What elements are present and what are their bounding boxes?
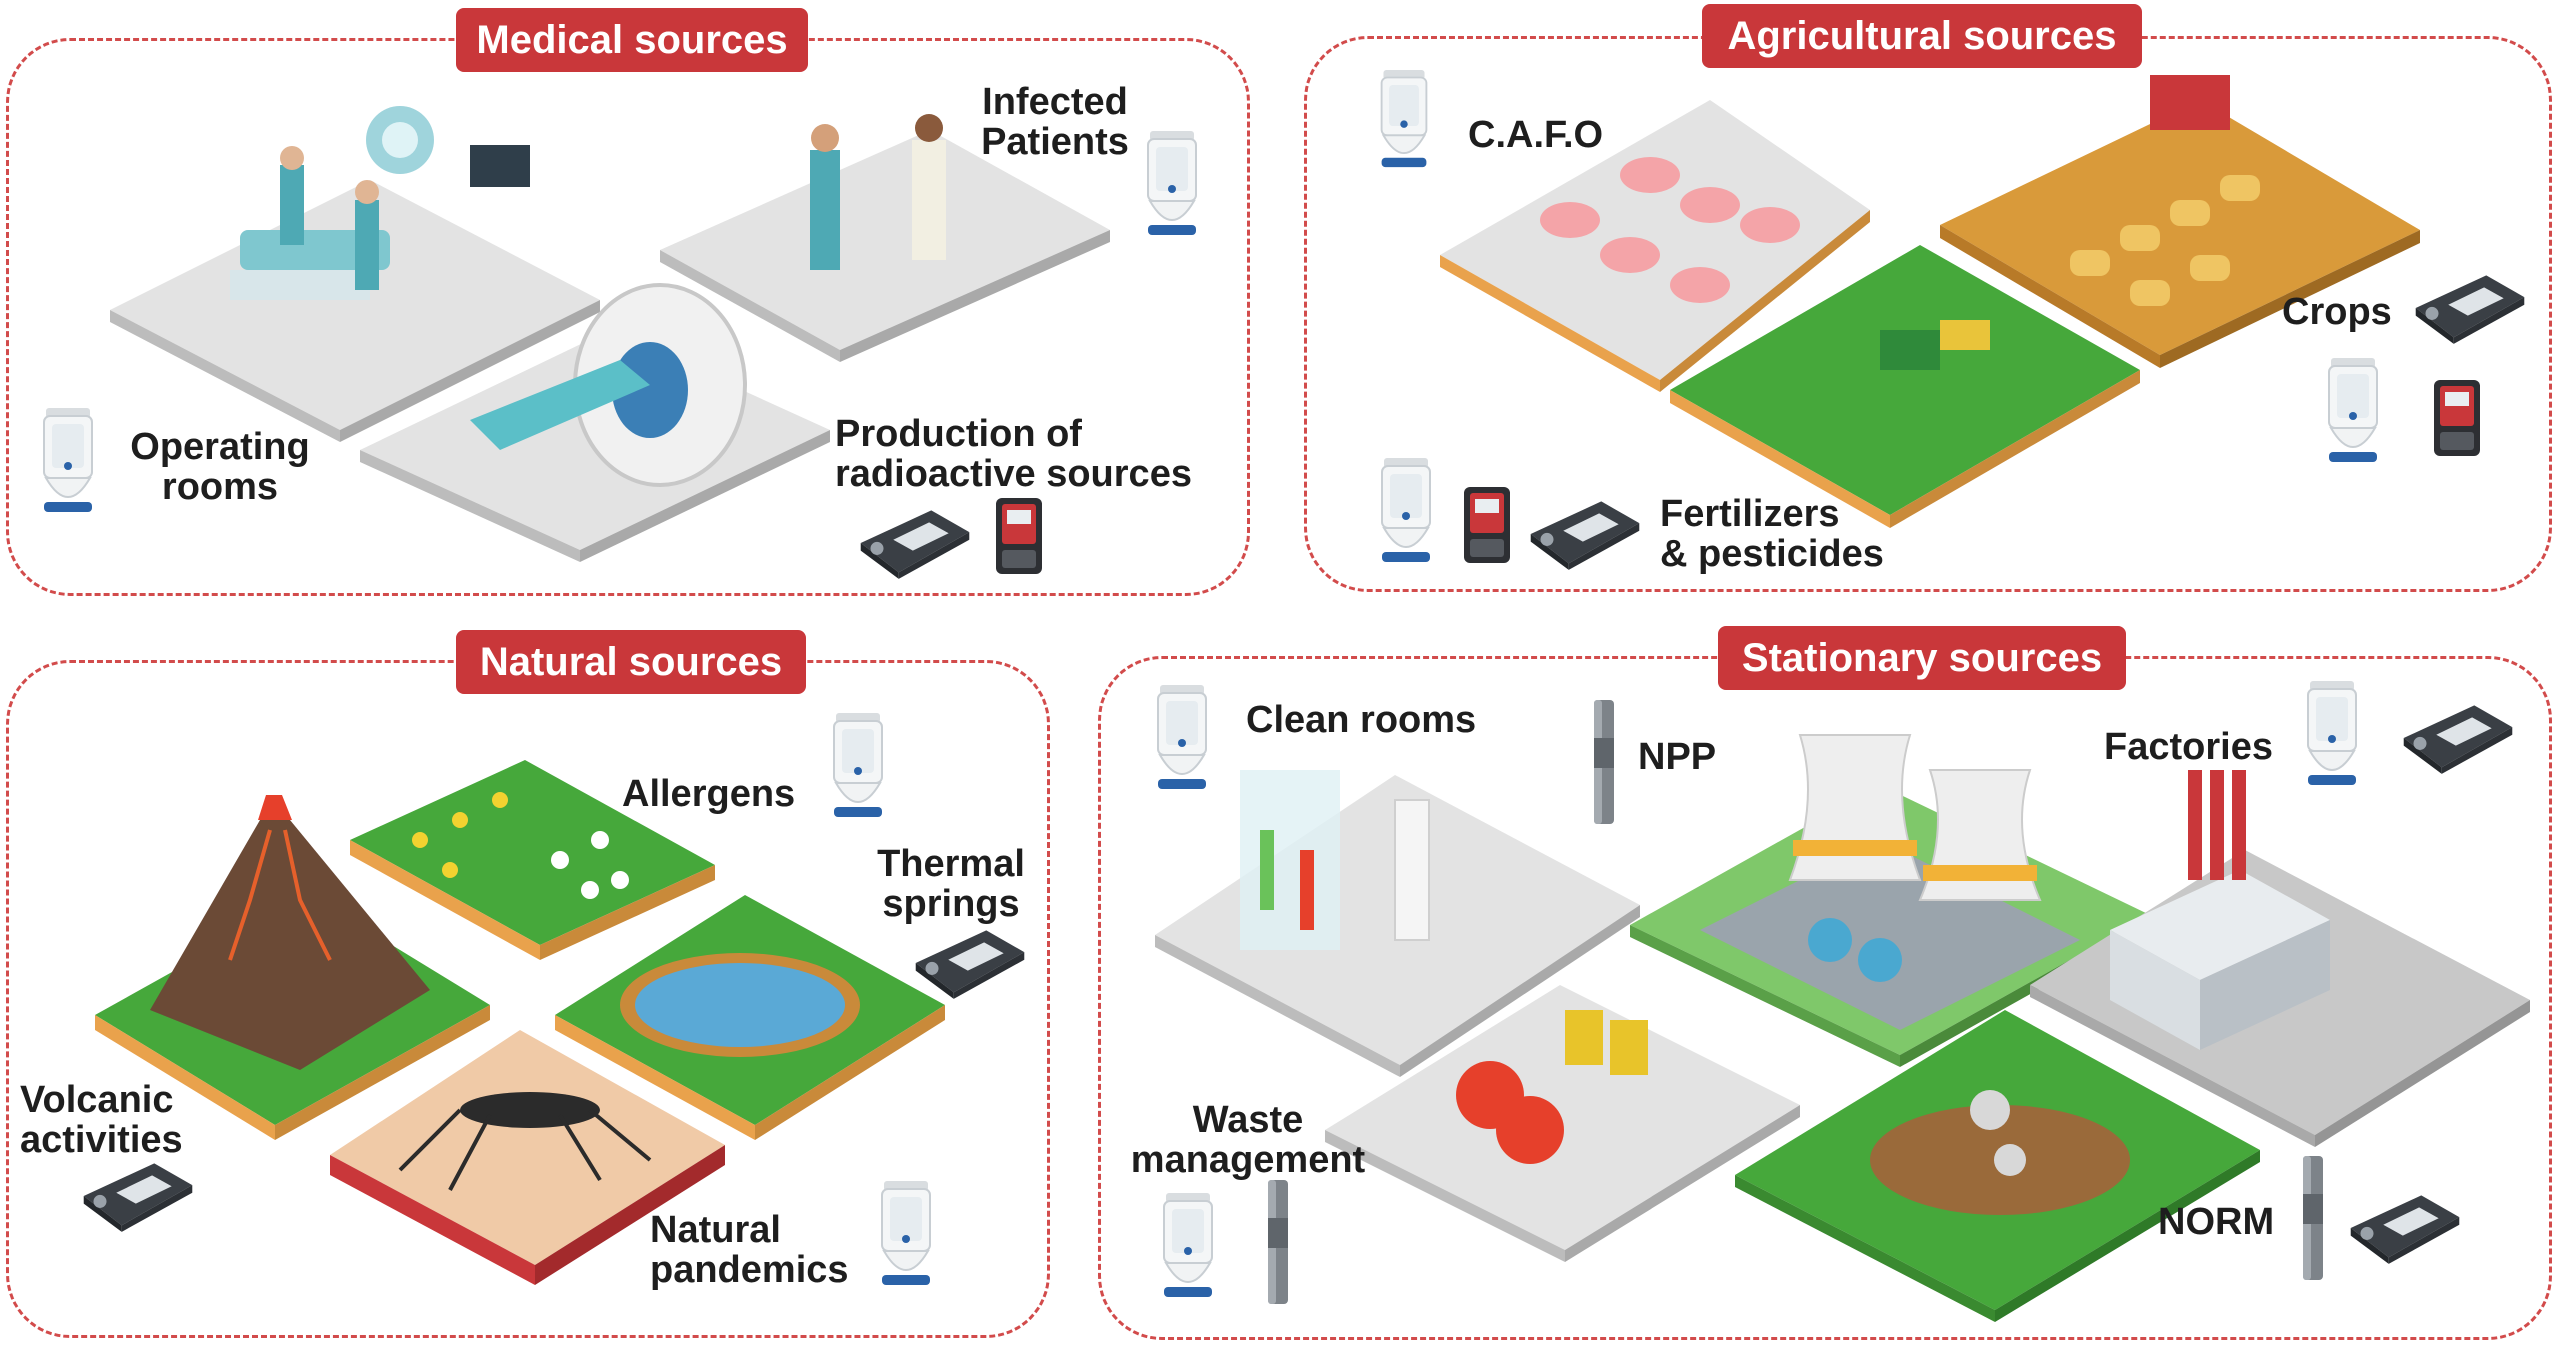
handheld-monitor-device-icon [2345, 1190, 2465, 1266]
norm-text: NORM [2158, 1201, 2275, 1243]
label-norm: NORM [2158, 1202, 2278, 1242]
air-sampler-device-icon [876, 1168, 936, 1300]
label-fertilizers: Fertilizers & pesticides [1660, 494, 1920, 574]
factories-text: Factories [2104, 726, 2273, 768]
label-npp: NPP [1638, 737, 1728, 777]
factory-tile [2030, 770, 2530, 1147]
personal-dosimeter-device-icon [994, 496, 1044, 576]
probe-tube-device-icon [2297, 1154, 2329, 1284]
natural-sources-title: Natural sources [456, 630, 806, 694]
volcano-tile [95, 795, 490, 1140]
cafo-text: C.A.F.O [1468, 114, 1604, 156]
allergens-tile [350, 760, 715, 960]
cafo-field [1440, 100, 1870, 392]
pandemics-tile [330, 1030, 725, 1285]
infected-patients-text: Infected Patients [981, 81, 1129, 163]
norm-tile [1735, 1010, 2260, 1322]
air-sampler-device-icon [1376, 445, 1436, 577]
label-crops: Crops [2282, 292, 2402, 332]
pandemics-text: Natural pandemics [650, 1209, 849, 1291]
fertilizers-text: Fertilizers & pesticides [1660, 493, 1884, 575]
label-infected-patients: Infected Patients [950, 82, 1160, 162]
label-factories: Factories [2104, 727, 2294, 767]
waste-tile [1325, 985, 1800, 1262]
stationary-sources-title: Stationary sources [1718, 626, 2126, 690]
patient-room-floor [660, 114, 1110, 362]
air-sampler-device-icon [1376, 58, 1432, 181]
air-sampler-device-icon [1152, 672, 1212, 804]
air-sampler-device-icon [2323, 345, 2383, 477]
label-production: Production of radioactive sources [835, 414, 1225, 494]
label-allergens: Allergens [622, 774, 812, 814]
label-cafo: C.A.F.O [1468, 115, 1628, 155]
label-clean-rooms: Clean rooms [1246, 700, 1486, 740]
label-operating-rooms: Operating rooms [115, 427, 325, 507]
personal-dosimeter-device-icon [2432, 378, 2482, 458]
label-volcanic: Volcanic activities [20, 1080, 200, 1160]
label-pandemics: Natural pandemics [650, 1210, 870, 1290]
handheld-monitor-device-icon [855, 505, 975, 581]
mri-room-floor [360, 283, 830, 562]
medical-sources-title: Medical sources [456, 8, 808, 72]
air-sampler-device-icon [1158, 1180, 1218, 1312]
personal-dosimeter-device-icon [1462, 485, 1512, 565]
handheld-monitor-device-icon [78, 1158, 198, 1234]
probe-tube-device-icon [1262, 1178, 1294, 1308]
air-sampler-device-icon [38, 395, 98, 527]
operating-room-floor [110, 106, 600, 442]
production-text: Production of radioactive sources [835, 413, 1192, 495]
thermal-spring-tile [555, 895, 945, 1140]
handheld-monitor-device-icon [2398, 700, 2518, 776]
handheld-monitor-device-icon [2410, 270, 2530, 346]
crops-text: Crops [2282, 291, 2392, 333]
allergens-text: Allergens [622, 773, 796, 815]
fertilizer-field [1670, 245, 2140, 528]
label-waste: Waste management [1128, 1100, 1368, 1180]
air-sampler-device-icon [828, 700, 888, 832]
volcanic-text: Volcanic activities [20, 1079, 183, 1161]
handheld-monitor-device-icon [910, 925, 1030, 1001]
handheld-monitor-device-icon [1525, 496, 1645, 572]
agricultural-sources-title: Agricultural sources [1702, 4, 2142, 68]
crops-field [1940, 75, 2420, 368]
label-thermal-springs: Thermal springs [866, 844, 1036, 924]
waste-text: Waste management [1130, 1099, 1366, 1181]
clean-rooms-text: Clean rooms [1246, 699, 1477, 741]
thermal-springs-text: Thermal springs [877, 843, 1025, 925]
operating-rooms-text: Operating rooms [130, 426, 310, 508]
npp-text: NPP [1638, 736, 1717, 778]
clean-room-tile [1155, 770, 1640, 1077]
air-sampler-device-icon [2302, 668, 2362, 800]
probe-tube-device-icon [1588, 698, 1620, 828]
